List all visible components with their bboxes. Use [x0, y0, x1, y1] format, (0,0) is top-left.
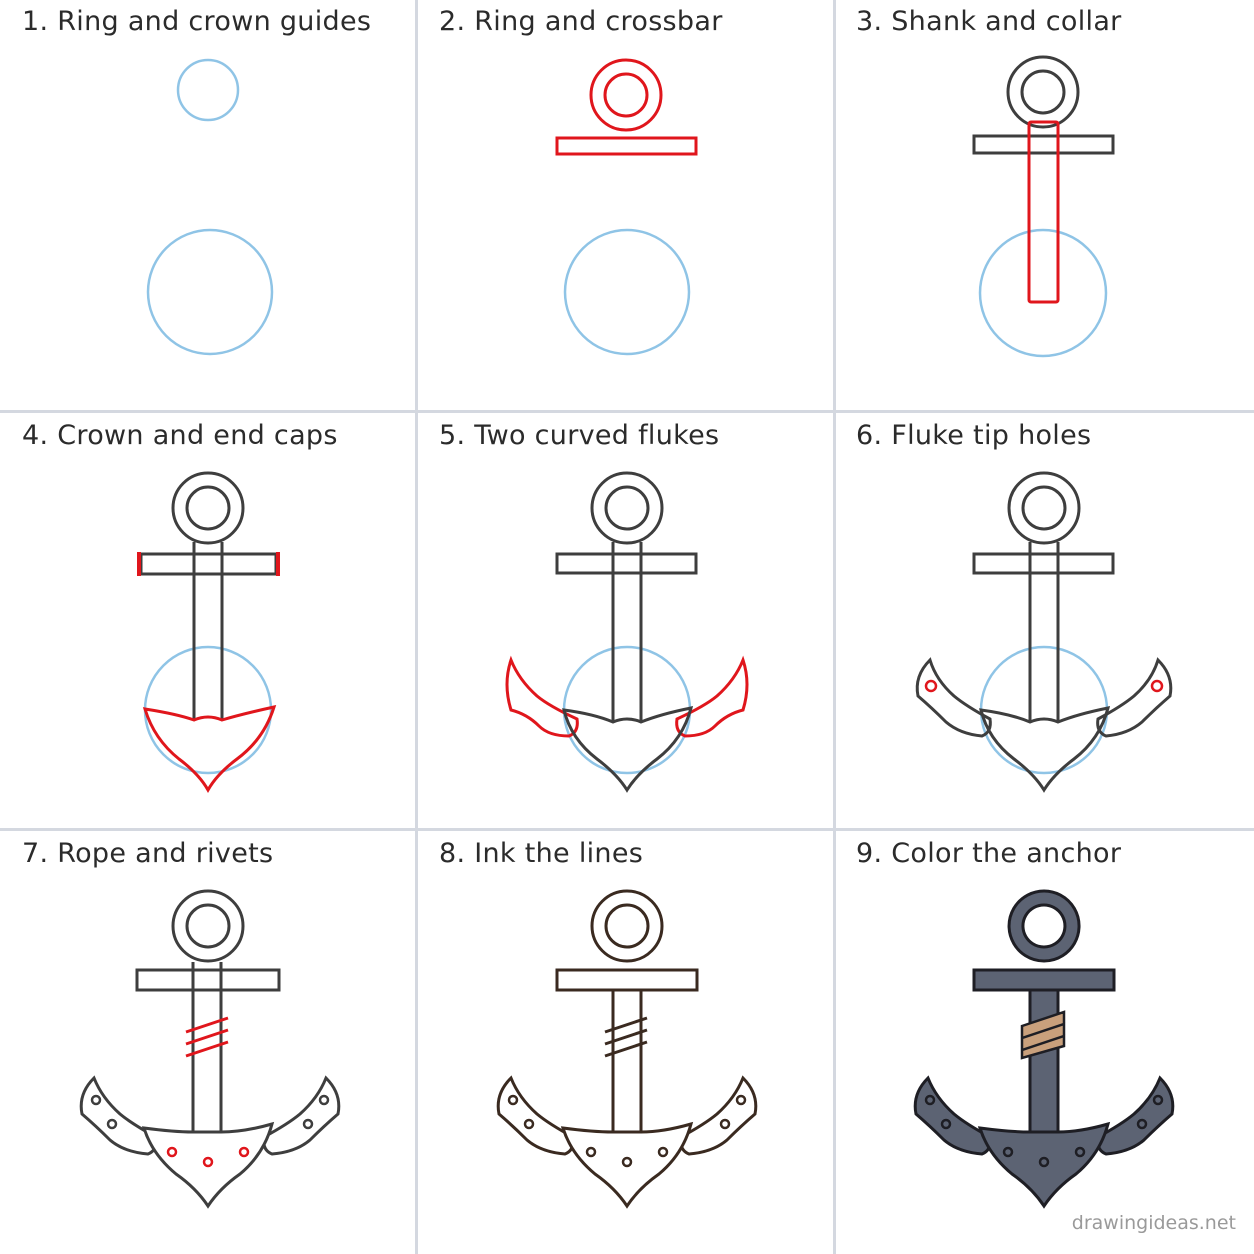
- anchor-drawing-icon: [137, 471, 280, 794]
- step-title: 7. Rope and rivets: [22, 838, 274, 869]
- step-title: 9. Color the anchor: [856, 838, 1122, 869]
- watermark: drawingideas.net: [1071, 1212, 1236, 1234]
- step-title: 3. Shank and collar: [856, 6, 1122, 37]
- anchor-drawing-icon: [913, 889, 1175, 1209]
- anchor-drawing-icon: [505, 471, 749, 793]
- step-panel-9: 9. Color the anchor: [836, 832, 1248, 1242]
- grid-divider: [0, 410, 1254, 413]
- step-title: 2. Ring and crossbar: [439, 6, 723, 37]
- anchor-drawing-icon: [555, 58, 698, 356]
- anchor-drawing-icon: [972, 55, 1115, 358]
- step-title: 8. Ink the lines: [439, 838, 644, 869]
- anchor-drawing-icon: [496, 889, 758, 1209]
- step-title: 5. Two curved flukes: [439, 420, 720, 451]
- step-title: 6. Fluke tip holes: [856, 420, 1092, 451]
- step-title: 4. Crown and end caps: [22, 420, 338, 451]
- step-panel-5: 5. Two curved flukes: [419, 414, 831, 824]
- grid-divider: [0, 828, 1254, 831]
- step-panel-1: 1. Ring and crown guides: [2, 0, 414, 410]
- grid-divider: [833, 0, 836, 1254]
- step-panel-7: 7. Rope and rivets: [2, 832, 414, 1242]
- step-panel-6: 6. Fluke tip holes: [836, 414, 1248, 824]
- step-panel-8: 8. Ink the lines: [419, 832, 831, 1242]
- anchor-drawing-icon: [915, 471, 1173, 793]
- step-title: 1. Ring and crown guides: [22, 6, 372, 37]
- anchor-drawing-icon: [79, 889, 341, 1209]
- step-panel-2: 2. Ring and crossbar: [419, 0, 831, 410]
- step-panel-4: 4. Crown and end caps: [2, 414, 414, 824]
- step-panel-3: 3. Shank and collar: [836, 0, 1248, 410]
- grid-divider: [415, 0, 418, 1254]
- anchor-drawing-icon: [146, 58, 274, 356]
